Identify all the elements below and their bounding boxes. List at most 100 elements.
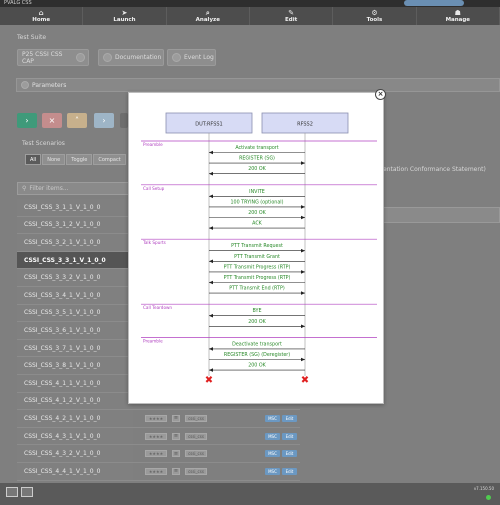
filter-items-placeholder: Filter items... — [29, 185, 69, 192]
list-item[interactable]: CSSI_CSS_4_1_2_V_1_0_0 — [17, 392, 300, 411]
message-label: 200 OK — [248, 319, 266, 325]
nav-analyze[interactable]: ⌕Analyze — [167, 7, 250, 25]
arrow-head — [209, 171, 213, 176]
home-icon: ⌂ — [38, 8, 44, 17]
close-icon[interactable]: × — [375, 89, 386, 100]
manage-icon: ☗ — [454, 8, 461, 17]
msc-button[interactable]: MSC — [265, 414, 280, 422]
close-icon: × — [48, 116, 56, 125]
rating-stars[interactable]: ★★★★ — [145, 450, 167, 458]
nav-manage[interactable]: ☗Manage — [417, 7, 500, 25]
documentation-button[interactable]: Documentation — [98, 49, 164, 66]
msc-button[interactable]: MSC — [265, 467, 280, 475]
arrow-head — [301, 161, 305, 165]
more-button[interactable] — [120, 113, 128, 128]
menu-icon[interactable]: ≡ — [172, 414, 180, 422]
scenario-name: CSSI_CSS_4_3_1_V_1_0_0 — [17, 427, 133, 445]
message-label: PTT Transmit Progress (RTP) — [224, 275, 291, 281]
scenario-tag[interactable]: cssi_css — [185, 432, 207, 440]
message-label: REGISTER (SG) (Deregister) — [224, 352, 290, 358]
search-pill[interactable] — [404, 0, 464, 6]
arrow-head — [209, 313, 213, 318]
event-log-button[interactable]: Event Log — [167, 49, 216, 66]
search-icon: ⚲ — [22, 185, 27, 192]
scenario-name: CSSI_CSS_3_1_1_V_1_0_0 — [17, 199, 133, 216]
arrow-head — [209, 226, 213, 230]
filter-items-input[interactable]: ⚲ Filter items... — [17, 182, 133, 195]
lifeline-label: DUT:RFSS1 — [195, 122, 223, 128]
document-icon — [103, 53, 112, 62]
nav-launch[interactable]: ➤Launch — [83, 7, 167, 25]
lifeline-label: RFSS2 — [297, 122, 313, 128]
edit-button[interactable]: Edit — [282, 450, 297, 458]
message-label: INVITE — [249, 189, 265, 195]
nav-home[interactable]: ⌂Home — [0, 7, 84, 25]
menu-icon[interactable]: ≡ — [172, 450, 180, 458]
scenario-name: CSSI_CSS_3_6_1_V_1_0_0 — [17, 322, 133, 339]
menu-icon[interactable]: ≡ — [172, 467, 180, 475]
nav-label: Tools — [366, 16, 383, 23]
parameters-panel[interactable]: Parameters — [16, 78, 500, 92]
suite-select[interactable]: P25 CSSI CSS CAP — [17, 49, 89, 66]
arrow-head — [209, 194, 213, 199]
nav-edit[interactable]: ✎Edit — [250, 7, 334, 25]
message-label: REGISTER (SG) — [239, 156, 275, 162]
arrow-head — [301, 205, 305, 209]
rating-stars[interactable]: ★★★★ — [145, 414, 167, 422]
scenario-tag[interactable]: cssi_css — [185, 450, 207, 458]
msc-button[interactable]: MSC — [265, 450, 280, 458]
message-label: PTT Transmit Grant — [234, 254, 280, 260]
scenario-name: CSSI_CSS_4_4_1_V_1_0_0 — [17, 462, 133, 480]
step-button[interactable]: › — [94, 113, 114, 128]
row-extras: ★★★★ ≡ cssi_css — [145, 467, 207, 475]
tools-icon: ⚙ — [371, 8, 378, 17]
event-log-label: Event Log — [184, 54, 214, 61]
filter-none[interactable]: None — [42, 154, 66, 165]
edit-icon: ✎ — [288, 8, 295, 17]
message-label: BYE — [253, 308, 262, 314]
rating-stars[interactable]: ★★★★ — [145, 467, 167, 475]
edit-button[interactable]: Edit — [282, 432, 297, 440]
test-scenarios-label: Test Scenarios — [22, 140, 65, 147]
edit-button[interactable]: Edit — [282, 467, 297, 475]
scenario-tag[interactable]: cssi_css — [185, 414, 207, 422]
edit-button[interactable]: Edit — [282, 414, 297, 422]
terminator-icon: ✖ — [301, 375, 309, 386]
app-title: PVALG CSS — [4, 0, 32, 6]
nav-label: Manage — [445, 16, 471, 23]
monitor-icon[interactable] — [21, 487, 33, 497]
arrow-head — [301, 215, 305, 220]
scenario-name: CSSI_CSS_4_1_1_V_1_0_0 — [17, 374, 133, 392]
pause-button[interactable]: ˄ — [67, 113, 87, 128]
message-label: 200 OK — [248, 210, 266, 216]
status-dot — [486, 495, 491, 500]
arrow-head — [209, 259, 213, 264]
msc-button[interactable]: MSC — [265, 432, 280, 440]
run-button[interactable]: › — [17, 113, 37, 128]
stop-button[interactable]: × — [42, 113, 62, 128]
menu-icon[interactable]: ≡ — [172, 432, 180, 440]
rating-stars[interactable]: ★★★★ — [145, 432, 167, 440]
arrow-head — [301, 357, 305, 362]
scenario-tag[interactable]: cssi_css — [185, 467, 207, 475]
scenario-name: CSSI_CSS_4_2_1_V_1_0_0 — [17, 410, 133, 427]
arrow-head — [301, 291, 305, 295]
filter-all[interactable]: All — [25, 154, 42, 165]
terminator-icon: ✖ — [205, 375, 213, 386]
scenario-name: CSSI_CSS_4_3_2_V_1_0_0 — [17, 445, 133, 462]
section-label: Preamble — [143, 142, 163, 147]
nav-label: Edit — [285, 16, 298, 23]
monitor-icon[interactable] — [6, 487, 18, 497]
arrow-head — [209, 150, 213, 155]
section-label: Talk Spurts — [142, 240, 166, 245]
filter-toggle[interactable]: Toggle — [66, 154, 93, 165]
nav-tools[interactable]: ⚙Tools — [333, 7, 417, 25]
filter-compact[interactable]: Compact — [93, 154, 126, 165]
